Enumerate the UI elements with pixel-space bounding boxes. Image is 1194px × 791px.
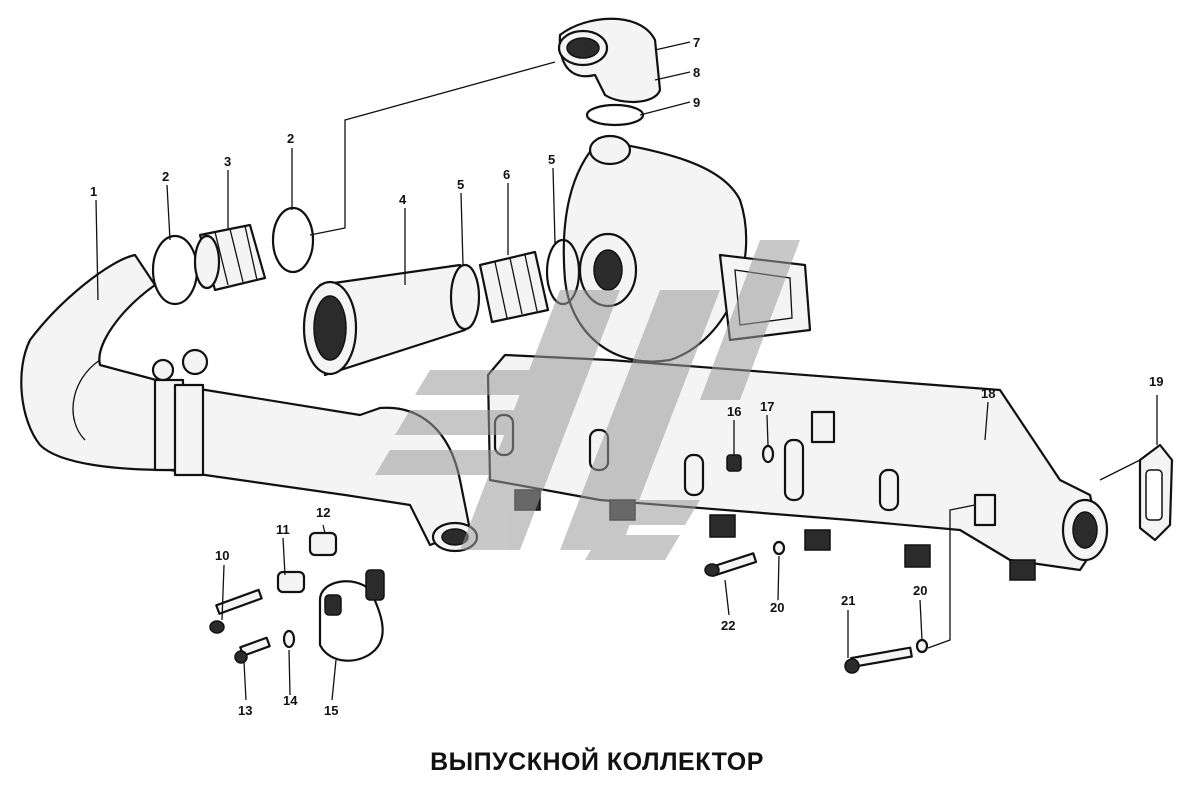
pipe-clamp — [318, 569, 385, 662]
callout-17: 17 — [760, 399, 774, 414]
bolt — [234, 636, 271, 664]
callout-7: 7 — [693, 35, 700, 50]
washer — [761, 444, 775, 464]
callout-20: 20 — [913, 583, 927, 598]
washer — [282, 629, 296, 649]
leader-lines — [95, 41, 1158, 701]
callout-3: 3 — [224, 154, 231, 169]
bolt — [704, 552, 758, 577]
gasket-ring — [585, 103, 645, 127]
washer — [772, 540, 786, 556]
callout-9: 9 — [693, 95, 700, 110]
callout-13: 13 — [238, 703, 252, 718]
hose-clamp-left — [151, 234, 199, 306]
callout-21: 21 — [841, 593, 855, 608]
callout-6: 6 — [503, 167, 510, 182]
corrugated-sleeve — [193, 223, 267, 292]
callout-14: 14 — [283, 693, 298, 708]
callout-22: 22 — [721, 618, 735, 633]
callout-2: 2 — [162, 169, 169, 184]
callout-8: 8 — [693, 65, 700, 80]
nut — [308, 531, 338, 557]
callout-4: 4 — [399, 192, 407, 207]
hose-clamp-right — [271, 206, 315, 274]
watermark-logo — [375, 240, 800, 560]
callout-11: 11 — [276, 522, 290, 537]
corrugated-sleeve — [478, 250, 550, 324]
callout-5: 5 — [457, 177, 464, 192]
hose-clamp — [449, 263, 481, 331]
bolt — [844, 646, 913, 674]
callout-5: 5 — [548, 152, 555, 167]
callout-18: 18 — [981, 386, 995, 401]
callout-19: 19 — [1149, 374, 1163, 389]
callout-20: 20 — [770, 600, 784, 615]
bolt — [726, 454, 742, 472]
cone-pipe — [302, 263, 467, 377]
exhaust-pipe — [20, 253, 479, 553]
callout-2: 2 — [287, 131, 294, 146]
washer — [915, 638, 929, 654]
callout-10: 10 — [215, 548, 229, 563]
callout-16: 16 — [727, 404, 741, 419]
flange-gasket — [1138, 443, 1174, 542]
callout-12: 12 — [316, 505, 330, 520]
elbow-pipe — [557, 17, 662, 104]
callout-labels: 1 2 3 2 4 5 6 5 7 8 9 10 11 12 13 14 15 … — [90, 35, 1163, 718]
diagram-title: ВЫПУСКНОЙ КОЛЛЕКТОР — [430, 748, 764, 776]
bolt — [209, 588, 263, 634]
nut — [276, 570, 306, 594]
callout-1: 1 — [90, 184, 97, 199]
callout-15: 15 — [324, 703, 338, 718]
